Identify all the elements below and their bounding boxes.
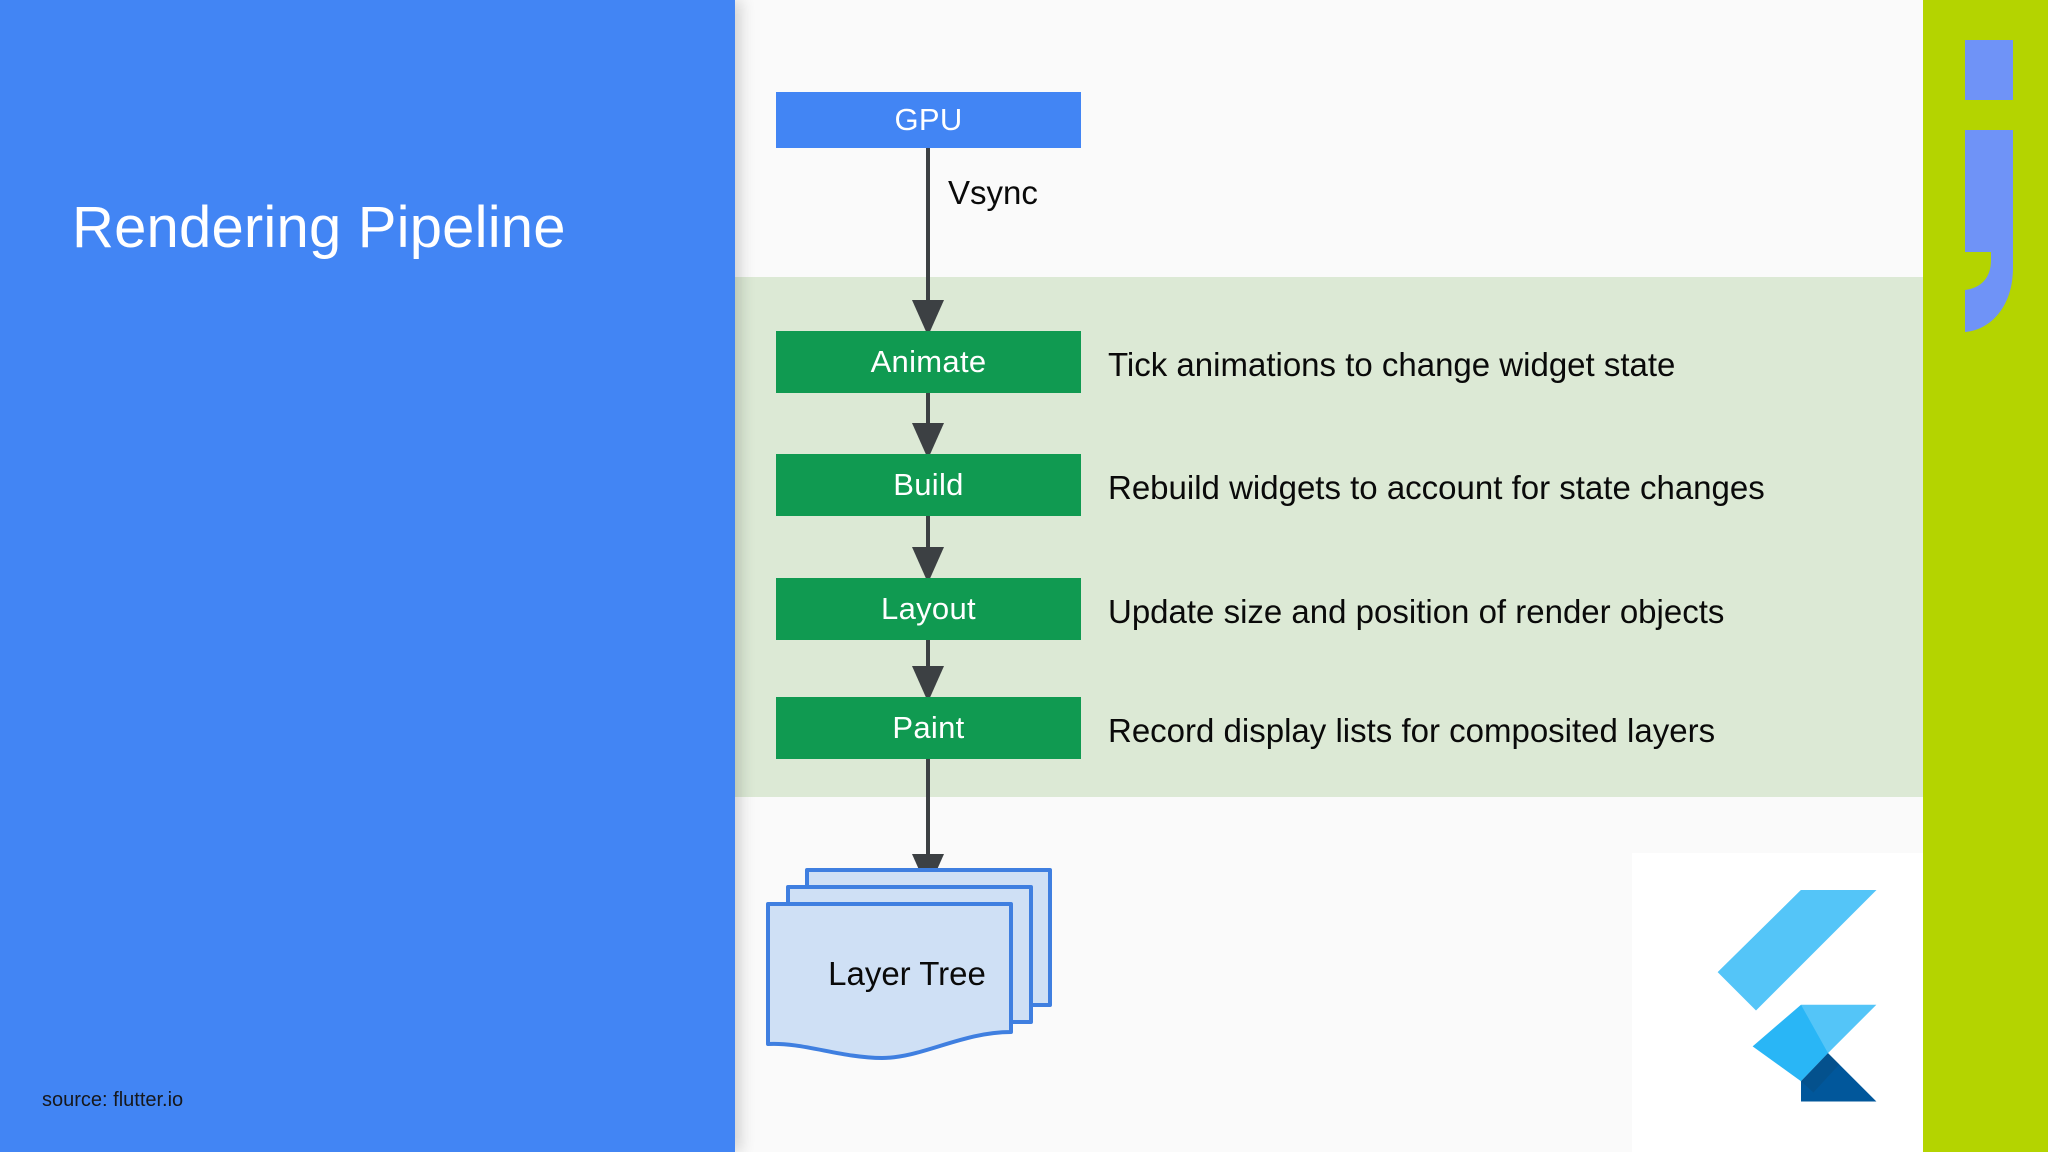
source-note: source: flutter.io: [42, 1089, 184, 1111]
flutter-logo: [1717, 890, 1877, 1102]
node-layout[interactable]: Layout: [776, 578, 1081, 640]
node-paint-label: Paint: [892, 710, 965, 745]
node-layout-label: Layout: [881, 591, 976, 626]
description-paint: Record display lists for composited laye…: [1108, 712, 1716, 749]
page-title: Rendering Pipeline: [72, 195, 566, 260]
node-build-label: Build: [893, 467, 964, 502]
node-layer-tree[interactable]: [762, 862, 1052, 1062]
description-layout: Update size and position of render objec…: [1108, 593, 1725, 630]
node-animate[interactable]: Animate: [776, 331, 1081, 393]
title-panel: Rendering Pipeline source: flutter.io: [0, 0, 735, 1152]
brand-accent-bar: [1923, 0, 2048, 1152]
letter-j-glyph-icon: [1965, 40, 2013, 332]
node-paint[interactable]: Paint: [776, 697, 1081, 759]
node-layer-tree-label: Layer Tree: [828, 955, 986, 992]
node-gpu[interactable]: GPU: [776, 92, 1081, 148]
node-gpu-label: GPU: [894, 102, 963, 137]
logo-card: [1632, 853, 1923, 1152]
description-build: Rebuild widgets to account for state cha…: [1108, 469, 1765, 506]
description-animate: Tick animations to change widget state: [1108, 346, 1676, 383]
rendering-pipeline-diagram: GPU Vsync Animate Build Layout Paint Tic…: [735, 0, 2048, 1152]
node-build[interactable]: Build: [776, 454, 1081, 516]
node-animate-label: Animate: [870, 344, 987, 379]
edge-label-vsync: Vsync: [948, 174, 1038, 211]
